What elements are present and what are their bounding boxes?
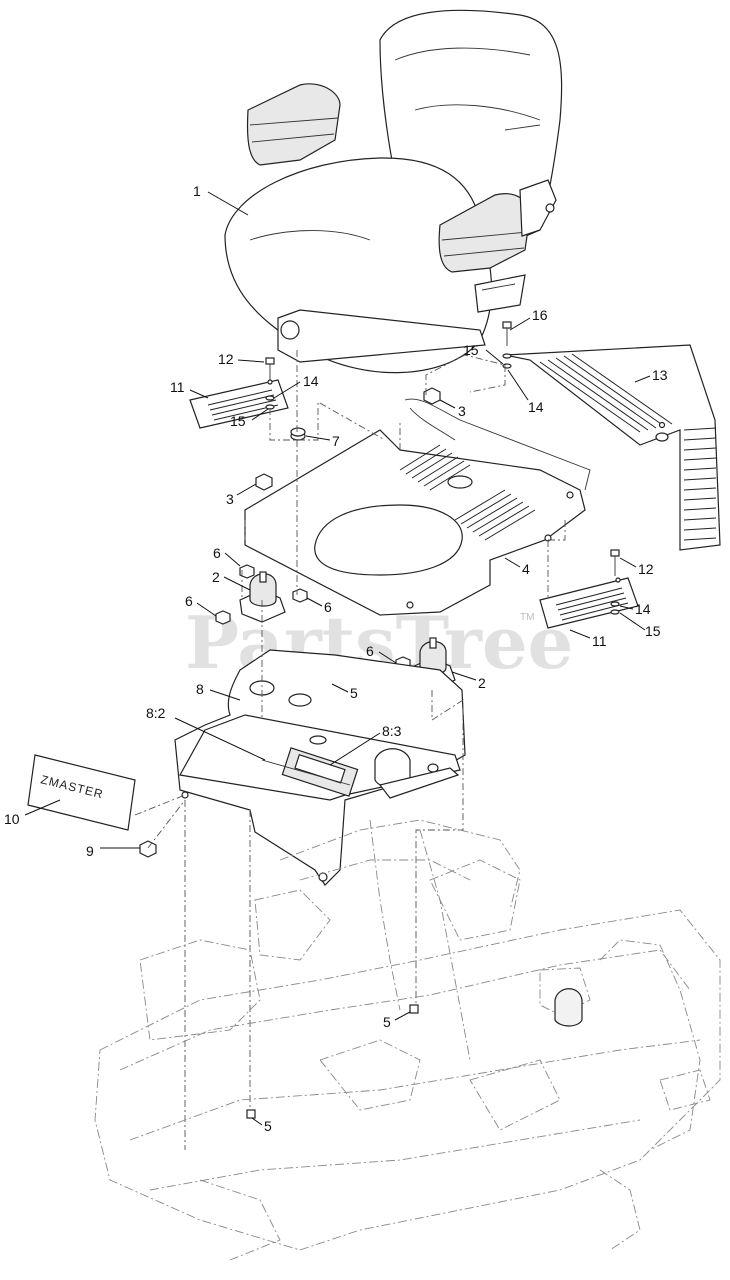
tractor-frame (94, 819, 721, 1261)
support-plate-8 (174, 649, 466, 886)
callout-13: 13 (652, 367, 668, 383)
callout-8-3: 8:3 (382, 723, 402, 739)
callout-5: 5 (383, 1014, 391, 1030)
seat-plate-4 (244, 429, 586, 616)
callout-7: 7 (332, 433, 340, 449)
callout-9: 9 (86, 843, 94, 859)
callout-5: 5 (264, 1118, 272, 1134)
callout-labels: 1 16 12 15 13 14 11 3 15 14 7 3 6 4 12 2… (4, 183, 668, 1134)
side-plate-13 (504, 344, 721, 551)
callout-14: 14 (528, 399, 544, 415)
mount-plate-11-left (189, 379, 289, 429)
upper-bracket (404, 398, 591, 491)
callout-12: 12 (638, 561, 654, 577)
callout-2: 2 (212, 569, 220, 585)
callout-10: 10 (4, 811, 20, 827)
zmaster-badge-10: ZMASTER (27, 754, 136, 831)
callout-8-2: 8:2 (146, 705, 166, 721)
callout-11: 11 (592, 633, 607, 649)
mount-plate-11-right (539, 577, 639, 629)
hardware (139, 321, 620, 1119)
callout-3: 3 (226, 491, 234, 507)
callout-2: 2 (478, 675, 486, 691)
callout-15: 15 (645, 623, 661, 639)
callout-15: 15 (463, 342, 479, 358)
callout-1: 1 (193, 183, 201, 199)
callout-15: 15 (230, 413, 246, 429)
callout-14: 14 (303, 373, 319, 389)
callout-6: 6 (324, 599, 332, 615)
callout-12: 12 (218, 351, 234, 367)
seat-assembly (224, 9, 563, 374)
leader-lines (24, 191, 651, 1126)
assembly-lines (134, 350, 566, 1150)
callout-16: 16 (532, 307, 548, 323)
callout-14: 14 (635, 601, 651, 617)
callout-11: 11 (170, 379, 185, 395)
callout-3: 3 (458, 403, 466, 419)
callout-4: 4 (522, 561, 530, 577)
callout-6: 6 (213, 545, 221, 561)
callout-8: 8 (196, 681, 204, 697)
callout-5: 5 (350, 685, 358, 701)
callout-6: 6 (185, 593, 193, 609)
callout-6: 6 (366, 643, 374, 659)
watermark-tm: TM (520, 612, 534, 623)
isolator-2-left (239, 571, 286, 623)
